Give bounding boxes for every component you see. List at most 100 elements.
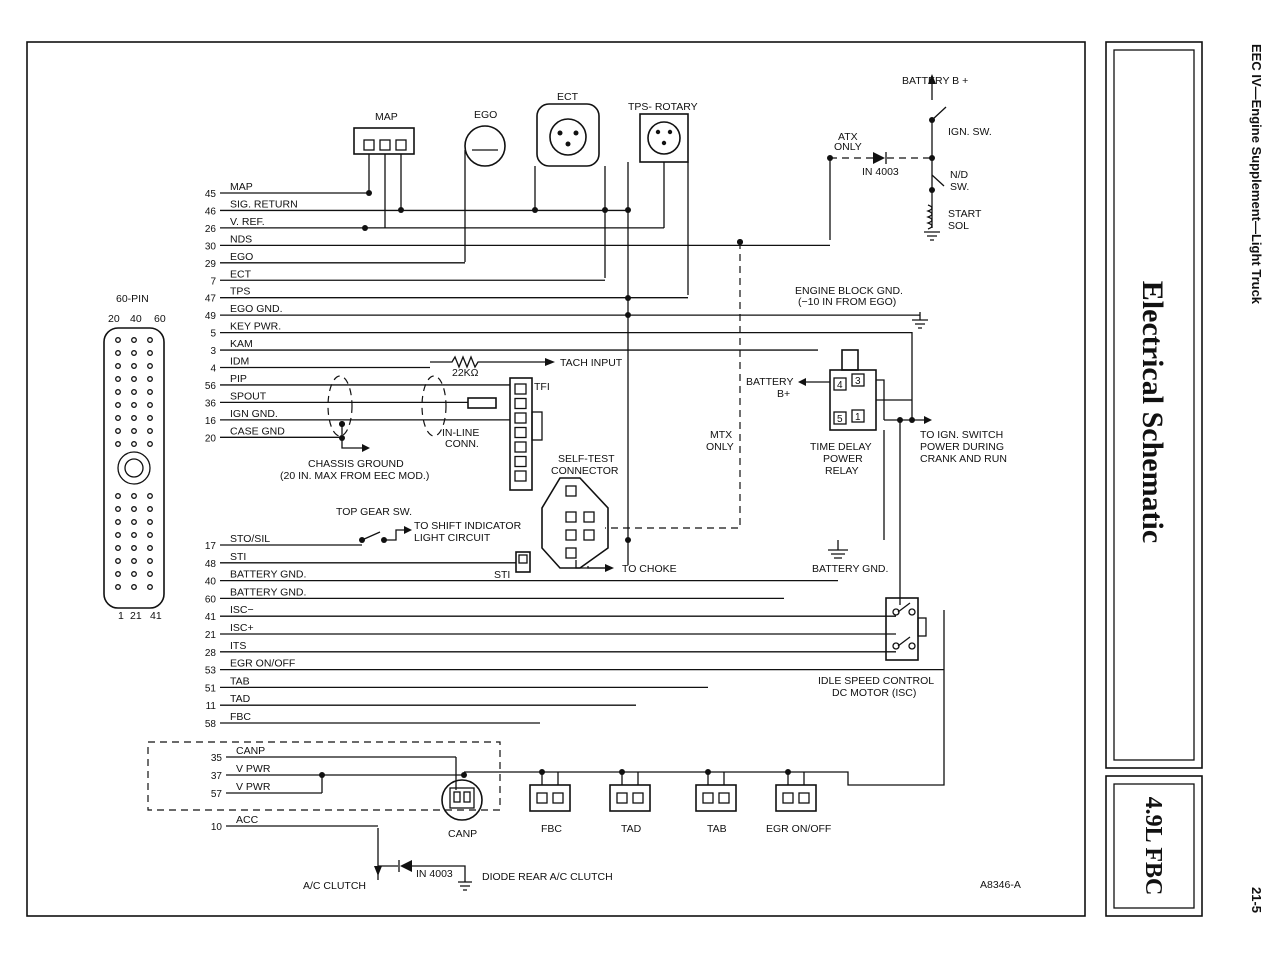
connector-pin-hole bbox=[115, 376, 121, 382]
wire-pin-number: 45 bbox=[205, 189, 217, 200]
connector-pin-hole bbox=[147, 545, 153, 551]
wire-pin-number: 16 bbox=[205, 416, 217, 427]
engine-block-ground: ENGINE BLOCK GND. (−10 IN FROM EGO) bbox=[795, 285, 928, 329]
connector-pin-hole bbox=[115, 363, 121, 369]
wire-pin-number: 11 bbox=[206, 701, 217, 712]
connector-top-pin: 60 bbox=[154, 313, 166, 325]
top-gear-label: TOP GEAR SW. bbox=[336, 506, 412, 518]
wire-name: BATTERY GND. bbox=[230, 586, 306, 598]
connector-bottom-pin: 1 bbox=[118, 610, 124, 622]
nd-sw-1: N/D bbox=[950, 169, 969, 181]
wire-pin-number: 30 bbox=[205, 241, 217, 252]
connector-pin-hole bbox=[115, 558, 121, 564]
fbc-label: FBC bbox=[541, 823, 562, 835]
wire-pin-number: 20 bbox=[205, 433, 217, 444]
wire-name: SIG. RETURN bbox=[230, 198, 298, 210]
connector-pin-hole bbox=[147, 506, 153, 512]
connector-pin-hole bbox=[131, 493, 137, 499]
connector-pin-hole bbox=[147, 441, 153, 447]
harness-wire: 53 EGR ON/OFF bbox=[205, 658, 944, 677]
shift-indicator-1: TO SHIFT INDICATOR bbox=[414, 520, 522, 532]
connector-title: 60-PIN bbox=[116, 293, 149, 305]
connector-pin-hole bbox=[147, 571, 153, 577]
egr-solenoid: EGR ON/OFF bbox=[766, 769, 831, 835]
choke-label: TO CHOKE bbox=[622, 563, 677, 575]
connector-pin-hole bbox=[131, 428, 137, 434]
wire-name: TPS bbox=[230, 286, 250, 298]
wire-pin-number: 53 bbox=[205, 666, 217, 677]
resistor-label: 22KΩ bbox=[452, 367, 479, 379]
wire-name: STI bbox=[230, 551, 246, 563]
connector-pin-hole bbox=[115, 519, 121, 525]
ac-clutch-label: A/C CLUTCH bbox=[303, 880, 366, 892]
connector-pin-hole bbox=[131, 584, 137, 590]
harness-wire: 46 SIG. RETURN bbox=[205, 198, 628, 217]
connector-pin-hole bbox=[115, 350, 121, 356]
wire-pin-number: 48 bbox=[205, 559, 217, 570]
sti-label: STI bbox=[494, 569, 510, 581]
wire-pin-number: 3 bbox=[210, 346, 216, 357]
connector-pin-hole bbox=[147, 363, 153, 369]
connector-pin-hole bbox=[131, 571, 137, 577]
wire-pin-number: 46 bbox=[205, 206, 217, 217]
title-frame-lower-inner bbox=[1113, 783, 1195, 909]
title-frame-lower bbox=[1105, 775, 1203, 917]
relay-label-1: TIME DELAY bbox=[810, 441, 872, 453]
relay-pin: 3 bbox=[855, 376, 861, 387]
connector-pin-hole bbox=[131, 350, 137, 356]
wire-name: SPOUT bbox=[230, 390, 267, 402]
chassis-ground-1: CHASSIS GROUND bbox=[308, 458, 404, 470]
ignition-circuit: BATTERY B + IGN. SW. ATX ONLY IN 4003 N/… bbox=[827, 74, 992, 241]
wire-name: TAB bbox=[230, 675, 250, 687]
wire-name: TAD bbox=[230, 693, 251, 705]
mtx-only-2: ONLY bbox=[706, 441, 734, 453]
connector-pin-hole bbox=[115, 532, 121, 538]
wire-name: ITS bbox=[230, 640, 246, 652]
self-test-2: CONNECTOR bbox=[551, 465, 619, 477]
wire-pin-number: 5 bbox=[210, 329, 216, 340]
connector-pin-hole bbox=[131, 389, 137, 395]
connector-pin-hole bbox=[115, 506, 121, 512]
connector-pin-hole bbox=[147, 428, 153, 434]
diode2-label: IN 4003 bbox=[416, 868, 453, 880]
ign-sw-label: IGN. SW. bbox=[948, 126, 992, 138]
wire-pin-number: 41 bbox=[205, 612, 217, 623]
wire-pin-number: 60 bbox=[205, 594, 217, 605]
wire-name: IDM bbox=[230, 356, 249, 368]
lower-wire: 37V PWR bbox=[211, 763, 464, 782]
connector-pin-hole bbox=[147, 584, 153, 590]
connector-pin-hole bbox=[147, 519, 153, 525]
connector-pin-hole bbox=[131, 402, 137, 408]
wire-name: V PWR bbox=[236, 763, 271, 775]
shift-indicator-2: LIGHT CIRCUIT bbox=[414, 532, 491, 544]
connector-pin-hole bbox=[115, 389, 121, 395]
connector-pin-hole bbox=[131, 532, 137, 538]
tfi-module: TFI IN-LINE CONN. CHASSIS GROUND (20 IN.… bbox=[280, 375, 550, 491]
wire-pin-number: 17 bbox=[205, 541, 217, 552]
atx-only-1: ATX bbox=[838, 131, 858, 143]
ign-switch-power-3: CRANK AND RUN bbox=[920, 453, 1007, 465]
battery-relay-1: BATTERY bbox=[746, 376, 793, 388]
wire-name: FBC bbox=[230, 711, 251, 723]
connector-pin-hole bbox=[115, 337, 121, 343]
relay-pin: 1 bbox=[855, 412, 861, 423]
tfi-pin bbox=[514, 441, 527, 453]
diode-label: IN 4003 bbox=[862, 166, 899, 178]
junction-dot bbox=[362, 225, 368, 231]
battery-relay-2: B+ bbox=[777, 388, 790, 400]
connector-pin-hole bbox=[115, 584, 121, 590]
wire-name: EGR ON/OFF bbox=[230, 658, 295, 670]
title-frame-upper bbox=[1105, 41, 1203, 769]
connector-pin-hole bbox=[115, 545, 121, 551]
